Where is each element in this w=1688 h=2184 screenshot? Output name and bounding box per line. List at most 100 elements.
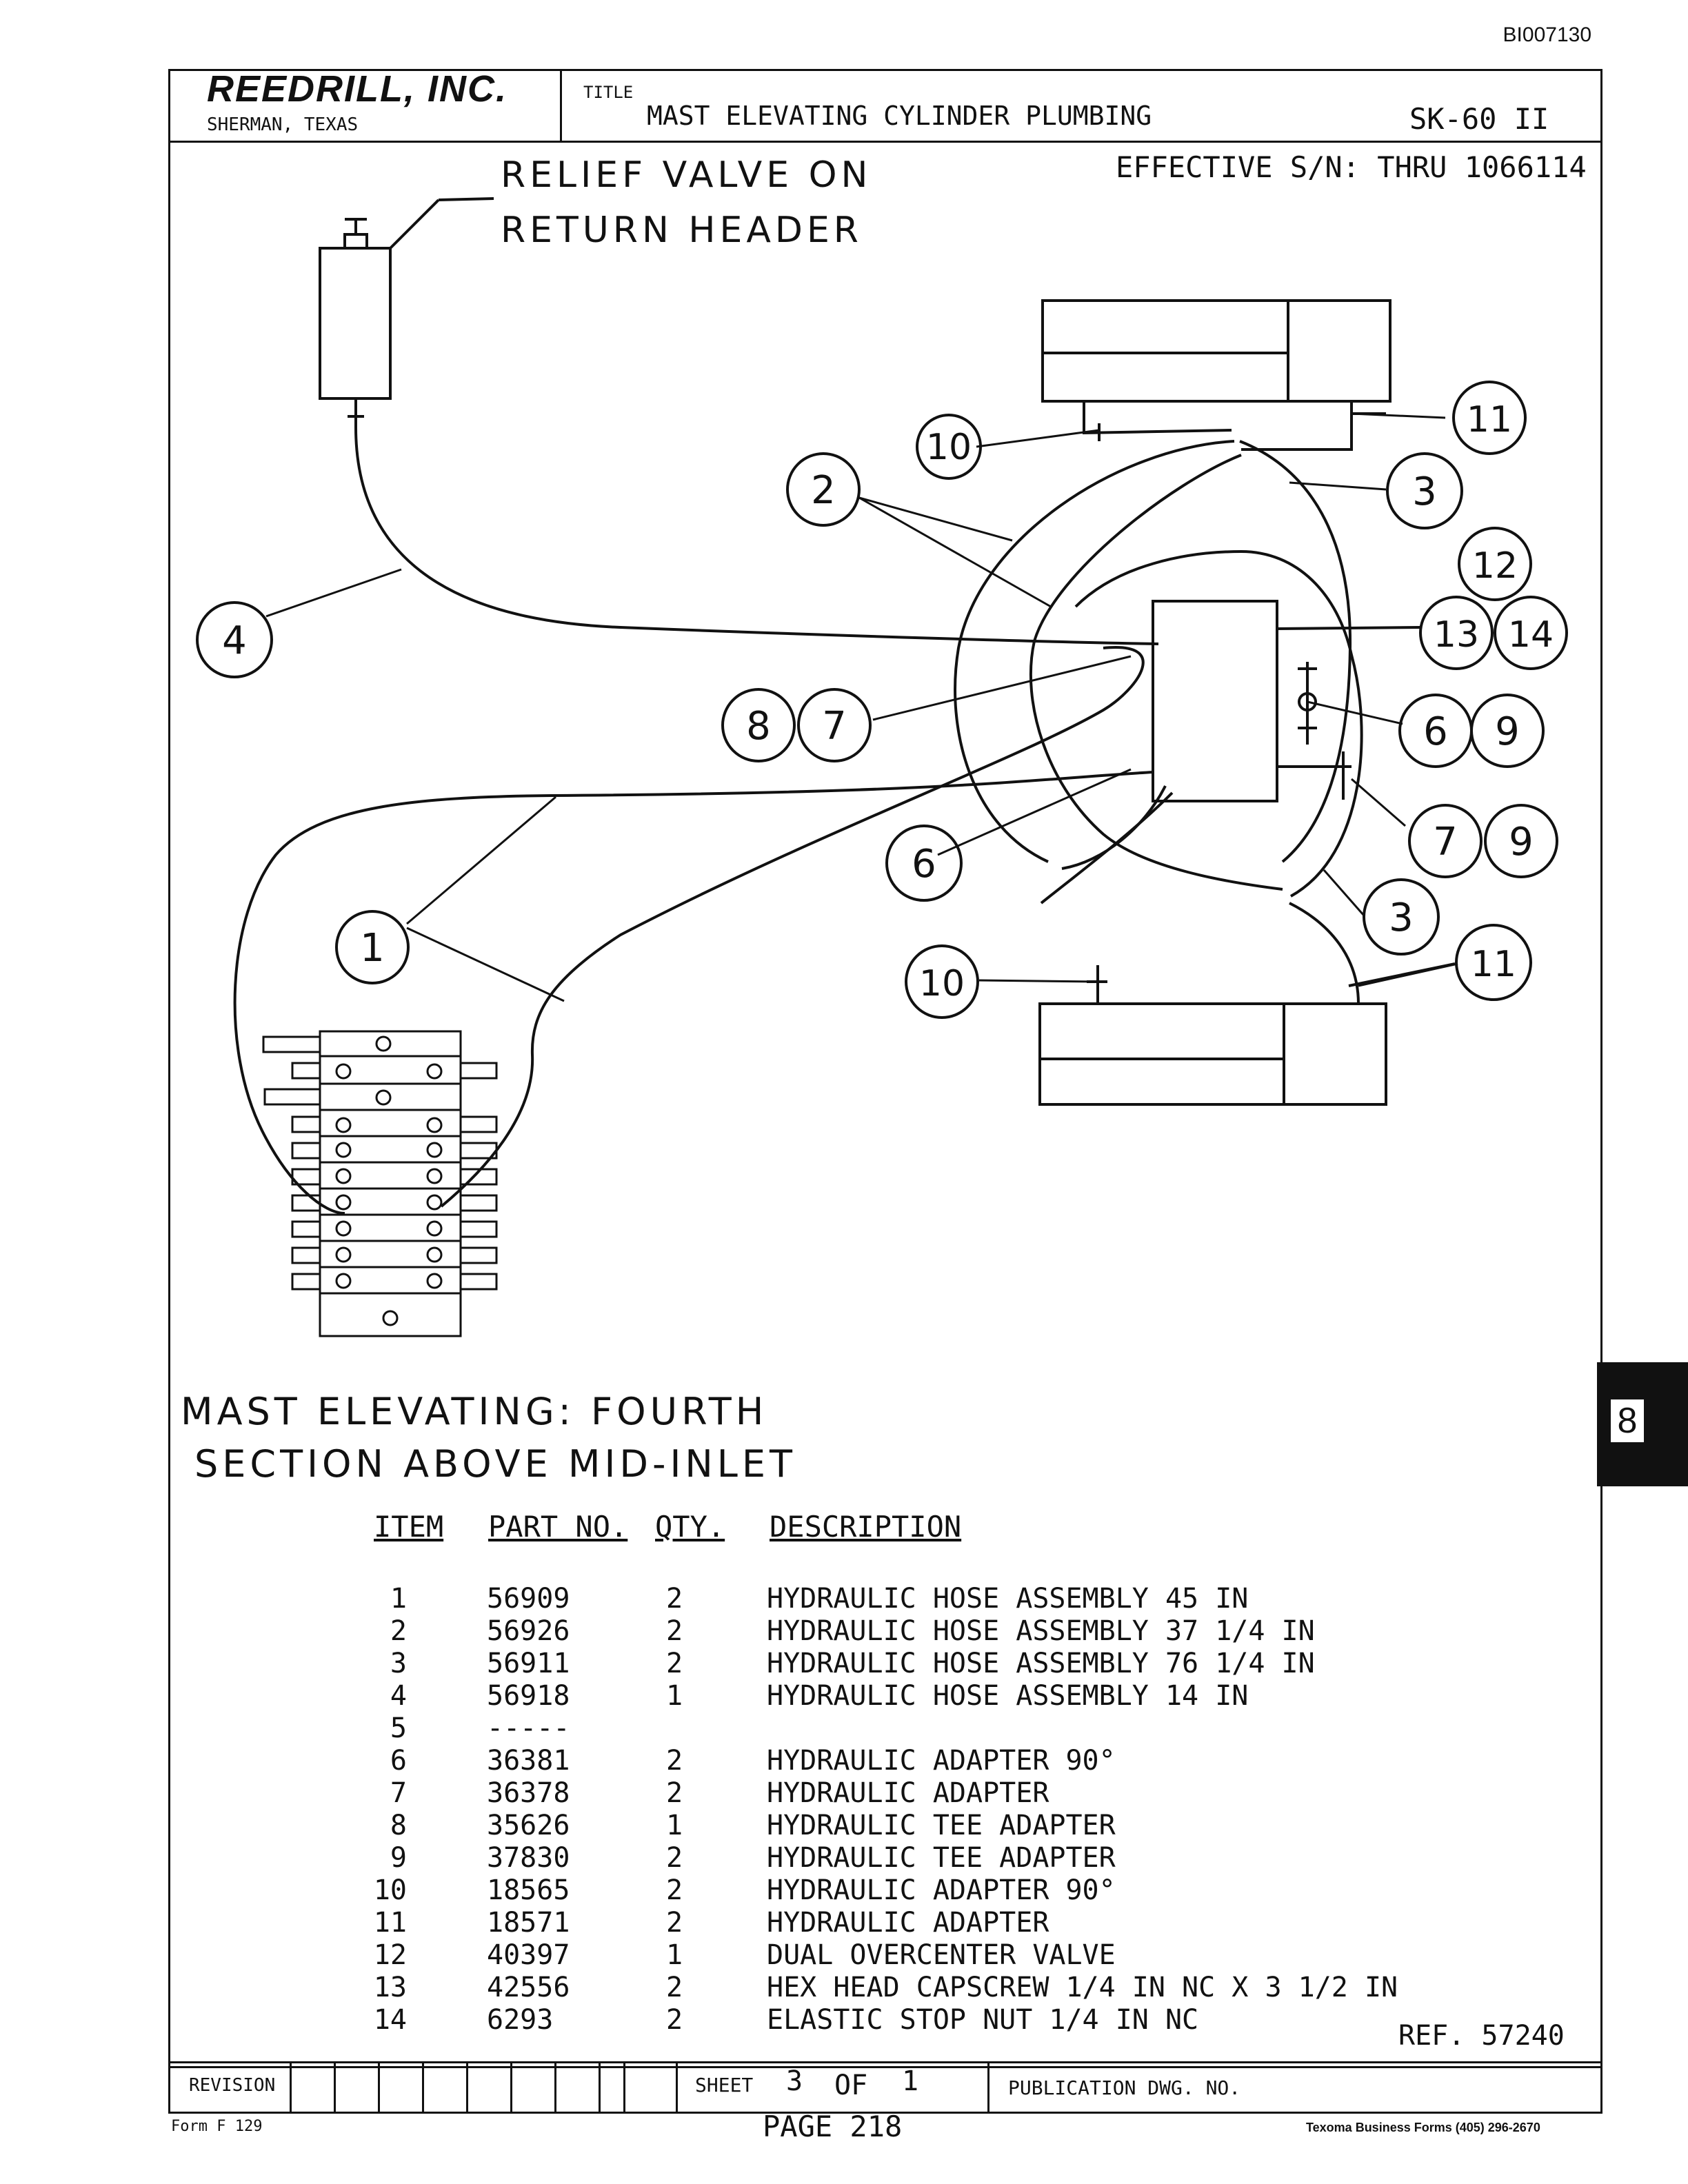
header-description: DESCRIPTION — [770, 1510, 962, 1544]
publication-drawing-label: PUBLICATION DWG. NO. — [1008, 2076, 1241, 2099]
cell-qty: 2 — [666, 1842, 683, 1874]
revision-box-divider — [554, 2061, 556, 2114]
relief-valve-note-line1: RELIEF VALVE ON — [501, 154, 872, 196]
callout-3-top: 3 — [1386, 452, 1463, 529]
cell-part: 40397 — [487, 1939, 570, 1971]
cell-desc: HYDRAULIC HOSE ASSEMBLY 45 IN — [767, 1583, 1249, 1615]
cell-item: 9 — [390, 1842, 407, 1874]
header-part-no: PART NO. — [488, 1510, 628, 1544]
cell-part: 56911 — [487, 1648, 570, 1679]
cell-desc: HYDRAULIC ADAPTER — [767, 1777, 1049, 1809]
revision-box-divider — [290, 2061, 292, 2114]
callout-13: 13 — [1419, 596, 1494, 670]
cell-desc: HYDRAULIC HOSE ASSEMBLY 37 1/4 IN — [767, 1615, 1315, 1647]
cell-part: 35626 — [487, 1810, 570, 1841]
callout-6-left: 6 — [885, 825, 963, 902]
cell-item: 12 — [373, 1939, 407, 1971]
cell-part: 18565 — [487, 1874, 570, 1906]
cell-qty: 2 — [666, 1777, 683, 1809]
header-divider — [560, 69, 562, 141]
cell-desc: HYDRAULIC TEE ADAPTER — [767, 1810, 1116, 1841]
cell-qty: 2 — [666, 1972, 683, 2003]
relief-valve-note-line2: RETURN HEADER — [501, 210, 863, 251]
printer-credit: Texoma Business Forms (405) 296-2670 — [1306, 2121, 1540, 2134]
cell-desc: HYDRAULIC ADAPTER 90° — [767, 1745, 1116, 1777]
cell-desc: DUAL OVERCENTER VALVE — [767, 1939, 1116, 1971]
callout-label: 4 — [222, 618, 247, 663]
sheet-box-divider — [987, 2061, 989, 2114]
sheet-total: 1 — [902, 2065, 919, 2097]
revision-label: REVISION — [189, 2075, 276, 2096]
overcenter-valve — [1152, 600, 1421, 802]
callout-14: 14 — [1494, 596, 1568, 670]
callout-10-bottom: 10 — [905, 944, 979, 1019]
callout-label: 11 — [1471, 944, 1516, 985]
callout-1: 1 — [335, 910, 410, 984]
revision-box-divider — [334, 2061, 336, 2114]
callout-label: 10 — [919, 963, 965, 1004]
cell-part: 6293 — [487, 2004, 554, 2036]
revision-box-divider — [676, 2061, 678, 2114]
cell-qty: 2 — [666, 1615, 683, 1647]
callout-label: 3 — [1412, 469, 1437, 514]
callout-7-right: 7 — [1408, 804, 1483, 878]
model-number: SK-60 II — [1409, 102, 1549, 136]
cell-qty: 2 — [666, 2004, 683, 2036]
header-qty: QTY. — [655, 1510, 725, 1544]
revision-box-divider — [422, 2061, 424, 2114]
callout-4: 4 — [196, 601, 273, 678]
cell-desc: HYDRAULIC ADAPTER 90° — [767, 1874, 1116, 1906]
callout-label: 12 — [1472, 545, 1518, 587]
callout-label: 9 — [1509, 820, 1534, 865]
cell-qty: 2 — [666, 1907, 683, 1939]
reference-number: REF. 57240 — [1398, 2020, 1565, 2052]
relief-valve-note: RELIEF VALVE ON RETURN HEADER — [501, 148, 872, 258]
header-separator — [168, 141, 1602, 143]
callout-label: 11 — [1467, 399, 1512, 441]
cell-item: 14 — [373, 2004, 407, 2036]
cylinder-top — [1041, 299, 1391, 451]
cell-qty: 2 — [666, 1583, 683, 1615]
cell-qty: 1 — [666, 1810, 683, 1841]
cell-part: 18571 — [487, 1907, 570, 1939]
cell-part: 56909 — [487, 1583, 570, 1615]
callout-label: 6 — [912, 842, 936, 887]
section-tab-number: 8 — [1611, 1399, 1644, 1442]
cell-part: 56918 — [487, 1680, 570, 1712]
callout-3-bottom: 3 — [1363, 878, 1440, 956]
control-valve-bank — [262, 1030, 498, 1337]
callout-label: 7 — [822, 704, 847, 749]
cell-qty: 1 — [666, 1939, 683, 1971]
callout-7-left: 7 — [797, 688, 872, 762]
callout-label: 14 — [1508, 614, 1554, 656]
cell-desc: HYDRAULIC TEE ADAPTER — [767, 1842, 1116, 1874]
document-id: BI007130 — [1503, 23, 1591, 46]
cell-item: 2 — [390, 1615, 407, 1647]
hose-loops — [954, 440, 1363, 904]
callout-2: 2 — [786, 452, 861, 527]
cell-part: 36381 — [487, 1745, 570, 1777]
callout-label: 3 — [1389, 896, 1414, 940]
drawing-title: MAST ELEVATING CYLINDER PLUMBING — [647, 101, 1152, 131]
callout-label: 13 — [1434, 614, 1479, 656]
form-number: Form F 129 — [171, 2118, 263, 2135]
callout-label: 9 — [1495, 709, 1520, 754]
revision-box-divider — [466, 2061, 468, 2114]
cell-qty: 2 — [666, 1874, 683, 1906]
callout-label: 6 — [1423, 709, 1448, 754]
cell-item: 5 — [390, 1712, 407, 1744]
company-city: SHERMAN, TEXAS — [207, 114, 359, 135]
cell-item: 11 — [373, 1907, 407, 1939]
callout-label: 10 — [926, 427, 972, 468]
cell-part: 37830 — [487, 1842, 570, 1874]
revision-box-divider — [599, 2061, 601, 2114]
cell-desc: ELASTIC STOP NUT 1/4 IN NC — [767, 2004, 1199, 2036]
revision-box-divider — [378, 2061, 380, 2114]
callout-label: 1 — [360, 926, 385, 971]
callout-11-bottom: 11 — [1455, 924, 1532, 1001]
cell-part: 36378 — [487, 1777, 570, 1809]
cell-item: 4 — [390, 1680, 407, 1712]
cell-desc: HYDRAULIC HOSE ASSEMBLY 14 IN — [767, 1680, 1249, 1712]
cell-desc: HYDRAULIC ADAPTER — [767, 1907, 1049, 1939]
page-number: PAGE 218 — [763, 2110, 903, 2143]
